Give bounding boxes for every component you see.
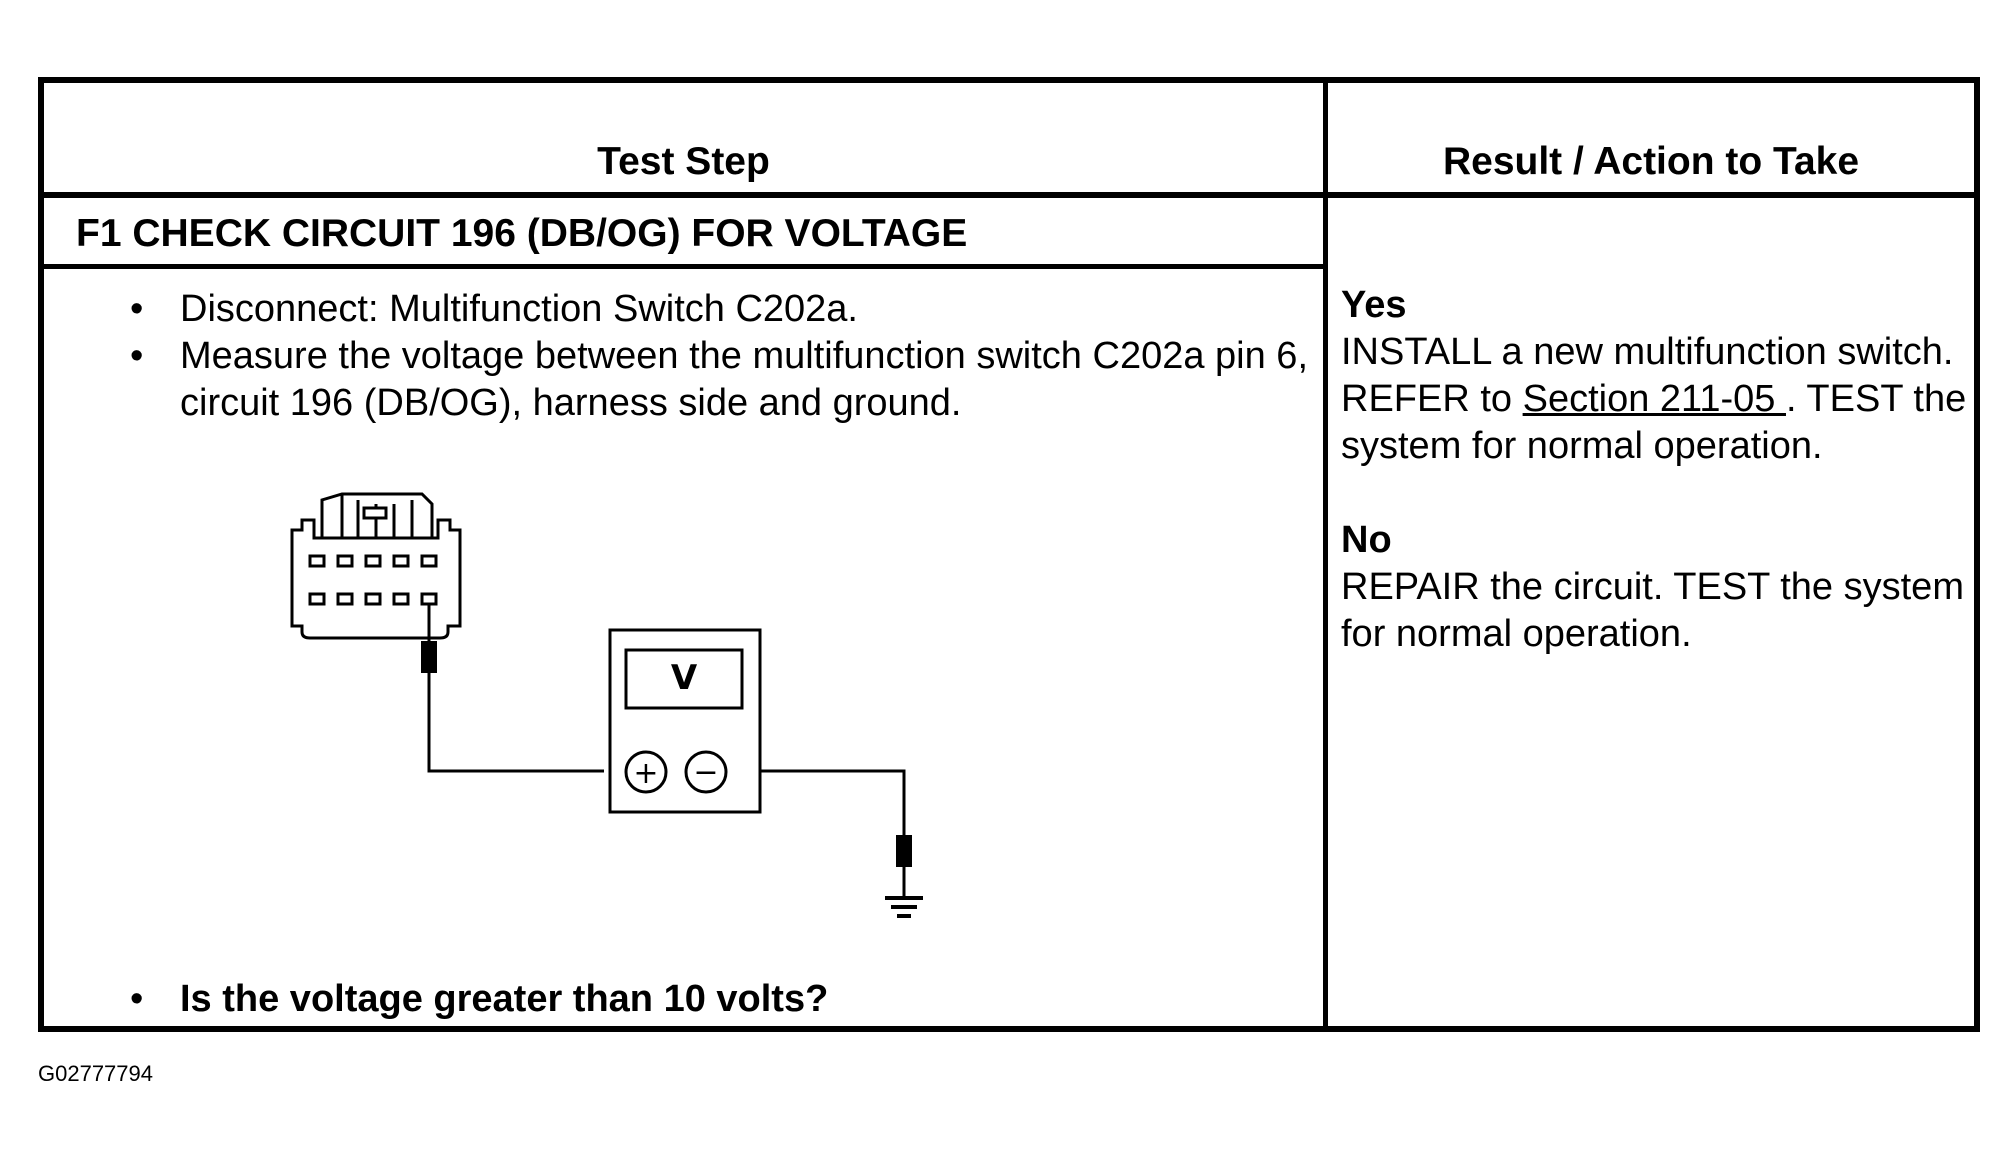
instruction-list: • Disconnect: Multifunction Switch C202a… bbox=[130, 286, 1310, 427]
question-item: • Is the voltage greater than 10 volts? bbox=[130, 976, 828, 1023]
connector-icon bbox=[290, 492, 462, 640]
result-action-header: Result / Action to Take bbox=[1442, 140, 1860, 183]
figure-id: G02777794 bbox=[38, 1061, 153, 1086]
connector-pins bbox=[308, 554, 438, 606]
instruction-item: • Disconnect: Multifunction Switch C202a… bbox=[130, 286, 1310, 333]
bullet-icon: • bbox=[130, 978, 144, 1020]
step-title-divider bbox=[38, 264, 1327, 269]
yes-action-text: INSTALL a new multifunction switch. REFE… bbox=[1341, 331, 1954, 420]
yes-action-text-end: . TEST the system for normal operation. bbox=[1341, 378, 1967, 467]
positive-probe-icon bbox=[421, 641, 437, 673]
wiring-diagram: V + − bbox=[290, 492, 923, 918]
yes-label: Yes bbox=[1341, 284, 1407, 326]
minus-terminal-label: − bbox=[693, 755, 718, 790]
probe-wires bbox=[427, 604, 906, 898]
ground-icon bbox=[885, 896, 923, 918]
voltmeter-icon: V + − bbox=[608, 628, 762, 814]
header-divider bbox=[38, 192, 1980, 198]
yes-result: Yes INSTALL a new multifunction switch. … bbox=[1341, 282, 1971, 470]
instruction-item: • Measure the voltage between the multif… bbox=[130, 333, 1310, 427]
plus-terminal-label: + bbox=[633, 756, 658, 791]
no-action-text: REPAIR the circuit. TEST the system for … bbox=[1341, 566, 1964, 655]
bullet-icon: • bbox=[130, 288, 144, 330]
question-text: Is the voltage greater than 10 volts? bbox=[180, 978, 829, 1020]
test-table bbox=[38, 77, 1980, 1032]
meter-display-label: V bbox=[671, 658, 698, 698]
step-title: F1 CHECK CIRCUIT 196 (DB/OG) FOR VOLTAGE bbox=[76, 212, 968, 255]
instruction-text: Measure the voltage between the multifun… bbox=[180, 335, 1308, 424]
instruction-text: Disconnect: Multifunction Switch C202a. bbox=[180, 288, 858, 330]
test-step-header: Test Step bbox=[597, 140, 770, 183]
section-link[interactable]: Section 211-05 bbox=[1522, 378, 1786, 420]
result-column: Yes INSTALL a new multifunction switch. … bbox=[1341, 282, 1971, 705]
no-result: No REPAIR the circuit. TEST the system f… bbox=[1341, 517, 1971, 658]
column-divider bbox=[1323, 77, 1328, 1032]
bullet-icon: • bbox=[130, 335, 144, 377]
yes-action: INSTALL a new multifunction switch. REFE… bbox=[1341, 329, 1971, 470]
negative-probe-icon bbox=[896, 835, 912, 867]
no-label: No bbox=[1341, 519, 1392, 561]
